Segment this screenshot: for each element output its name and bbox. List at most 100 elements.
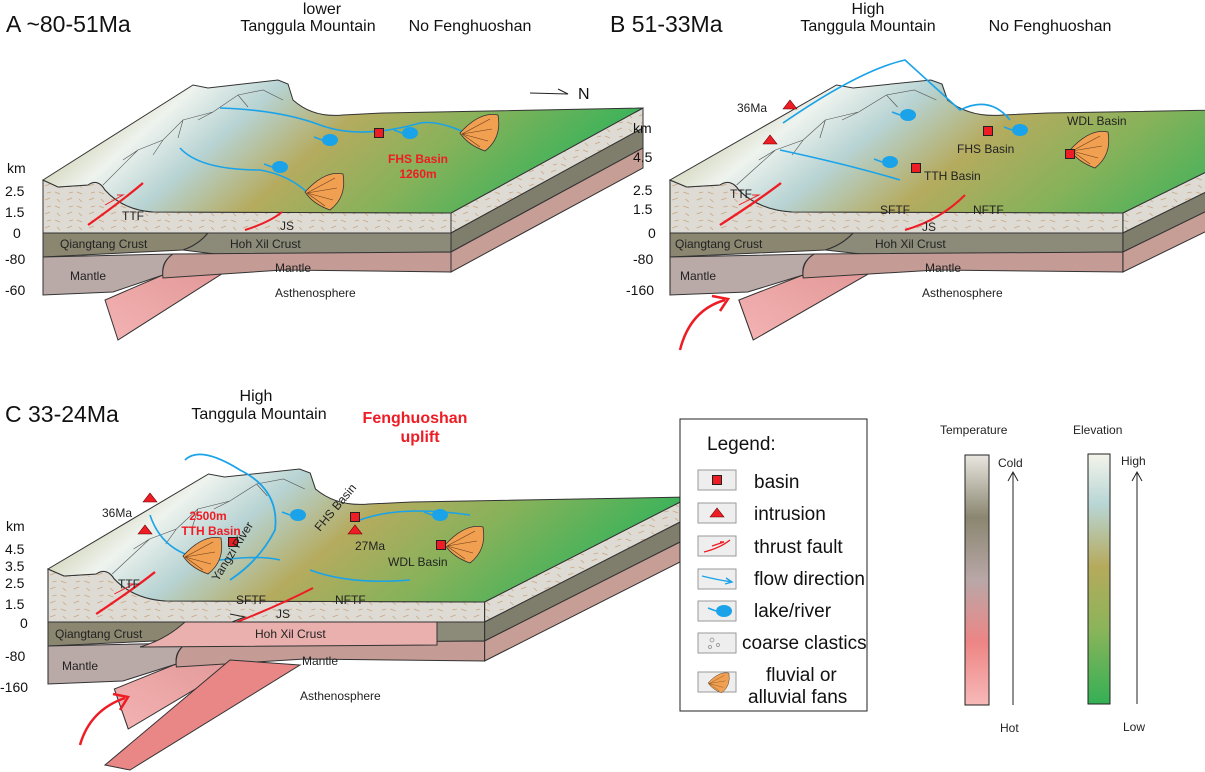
legend-item-coarse-clastics: coarse clastics [697, 632, 867, 654]
temperature-cold-label: Cold [998, 456, 1023, 470]
mantle-right-label: Mantle [925, 261, 961, 275]
asthenosphere-label: Asthenosphere [300, 689, 381, 703]
elevation-title: Elevation [1073, 423, 1122, 437]
wdl-basin-label: WDL Basin [388, 555, 448, 569]
svg-text:km: km [7, 160, 26, 176]
tth-basin-label: TTH Basin [181, 524, 240, 538]
svg-text:-80: -80 [5, 648, 25, 664]
legend-item-flow-direction: flow direction [697, 568, 865, 590]
basin-marker [374, 128, 384, 138]
panel-c-fenghuoshan-uplift: uplift [400, 429, 440, 446]
panel-a-mountain-state: lower [303, 1, 342, 18]
fhs-basin-elevation: 1260m [399, 167, 436, 181]
panel-a-title: A ~80-51Ma [6, 11, 131, 37]
mantle-flow-arrow-icon [678, 298, 726, 351]
temperature-title: Temperature [940, 423, 1008, 437]
svg-text:3.5: 3.5 [5, 558, 25, 574]
qiangtang-crust-label: Qiangtang Crust [55, 627, 143, 641]
hohxil-crust-label: Hoh Xil Crust [875, 237, 946, 251]
svg-text:-160: -160 [626, 282, 654, 298]
panel-b-title: B 51-33Ma [610, 11, 723, 37]
svg-text:-80: -80 [633, 251, 653, 267]
svg-text:-60: -60 [5, 282, 25, 298]
sftf-label: SFTF [880, 203, 910, 217]
svg-text:fluvial or: fluvial or [766, 665, 837, 686]
svg-text:2.5: 2.5 [5, 183, 25, 199]
elevation-scale: Elevation High Low [1073, 423, 1146, 734]
intrusion-age-label: 36Ma [102, 506, 132, 520]
intrusion-age-label: 36Ma [737, 101, 767, 115]
svg-text:0: 0 [20, 615, 28, 631]
arrow-up-icon [1007, 470, 1019, 705]
svg-text:4.5: 4.5 [5, 541, 25, 557]
nftf-label: NFTF [335, 593, 366, 607]
svg-text:0: 0 [648, 225, 656, 241]
sftf-label: SFTF [236, 593, 266, 607]
svg-text:coarse clastics: coarse clastics [742, 633, 867, 654]
panel-b-axis: km 4.5 2.5 1.5 0 -80 -160 [626, 120, 656, 298]
svg-text:flow direction: flow direction [754, 569, 865, 590]
js-label: JS [280, 219, 294, 233]
intrusion-marker [782, 99, 798, 110]
panel-b-mountain-name: Tanggula Mountain [800, 18, 935, 35]
svg-text:2.5: 2.5 [5, 575, 25, 591]
mantle-right-label: Mantle [275, 261, 311, 275]
legend: Legend: basin intrusion thrust fault flo… [679, 418, 868, 712]
flow-direction-icon [701, 575, 734, 585]
legend-item-intrusion: intrusion [697, 502, 826, 525]
legend-item-lake-river: lake/river [697, 600, 832, 622]
ttf-label: TTF [118, 577, 140, 591]
coarse-clastics-icon [708, 637, 720, 649]
fhs-basin-label: FHS Basin [388, 152, 448, 166]
svg-text:2.5: 2.5 [633, 182, 653, 198]
svg-text:intrusion: intrusion [754, 504, 826, 525]
asthenosphere-label: Asthenosphere [275, 286, 356, 300]
intrusion-age2-label: 27Ma [355, 539, 385, 553]
mantle-flow-arrow-icon [78, 696, 126, 746]
svg-text:-80: -80 [5, 251, 25, 267]
mantle-left-label: Mantle [62, 659, 98, 673]
svg-text:km: km [633, 120, 652, 136]
qiangtang-crust-label: Qiangtang Crust [675, 237, 763, 251]
svg-text:km: km [6, 518, 25, 534]
panel-c-mountain-state: High [240, 388, 273, 405]
svg-text:1.5: 1.5 [5, 204, 25, 220]
panel-b-mountain-state: High [852, 1, 885, 18]
elevation-low-label: Low [1123, 720, 1145, 734]
panel-c-title: C 33-24Ma [5, 401, 119, 427]
panel-c-fenghuoshan: Fenghuoshan [363, 410, 468, 427]
panel-a: A ~80-51Ma lower Tanggula Mountain No Fe… [5, 1, 645, 342]
svg-text:0: 0 [13, 225, 21, 241]
hohxil-crust-label: Hoh Xil Crust [230, 237, 301, 251]
ttf-label: TTF [122, 209, 144, 223]
panel-a-axis: km 2.5 1.5 0 -80 -60 [5, 160, 26, 298]
arrow-up-icon [1131, 470, 1143, 704]
legend-item-thrust-fault: thrust fault [697, 535, 843, 558]
legend-item-basin: basin [697, 469, 799, 493]
hohxil-crust-label: Hoh Xil Crust [255, 627, 326, 641]
thrust-fault-icon [703, 539, 731, 553]
river-icon [179, 147, 311, 196]
basin-icon [712, 475, 722, 485]
elevation-high-label: High [1121, 454, 1146, 468]
svg-text:lake/river: lake/river [754, 601, 832, 622]
mantle-right-label: Mantle [302, 654, 338, 668]
js-fault-icon [244, 211, 283, 231]
north-label: N [578, 86, 590, 103]
fhs-basin-label: FHS Basin [957, 142, 1014, 156]
panel-c: C 33-24Ma High Tanggula Mountain Fenghuo… [0, 388, 692, 771]
legend-title: Legend: [707, 434, 776, 455]
panel-c-axis: km 4.5 3.5 2.5 1.5 0 -80 -160 [0, 518, 28, 695]
svg-text:alluvial fans: alluvial fans [748, 687, 847, 708]
qiangtang-crust-label: Qiangtang Crust [60, 237, 148, 251]
mantle-left-label: Mantle [70, 269, 106, 283]
svg-text:1.5: 1.5 [633, 201, 653, 217]
tth-basin-label: TTH Basin [924, 169, 981, 183]
svg-text:basin: basin [754, 472, 799, 493]
js-label: JS [276, 607, 290, 621]
ttf-label: TTF [730, 187, 752, 201]
svg-text:-160: -160 [0, 679, 28, 695]
